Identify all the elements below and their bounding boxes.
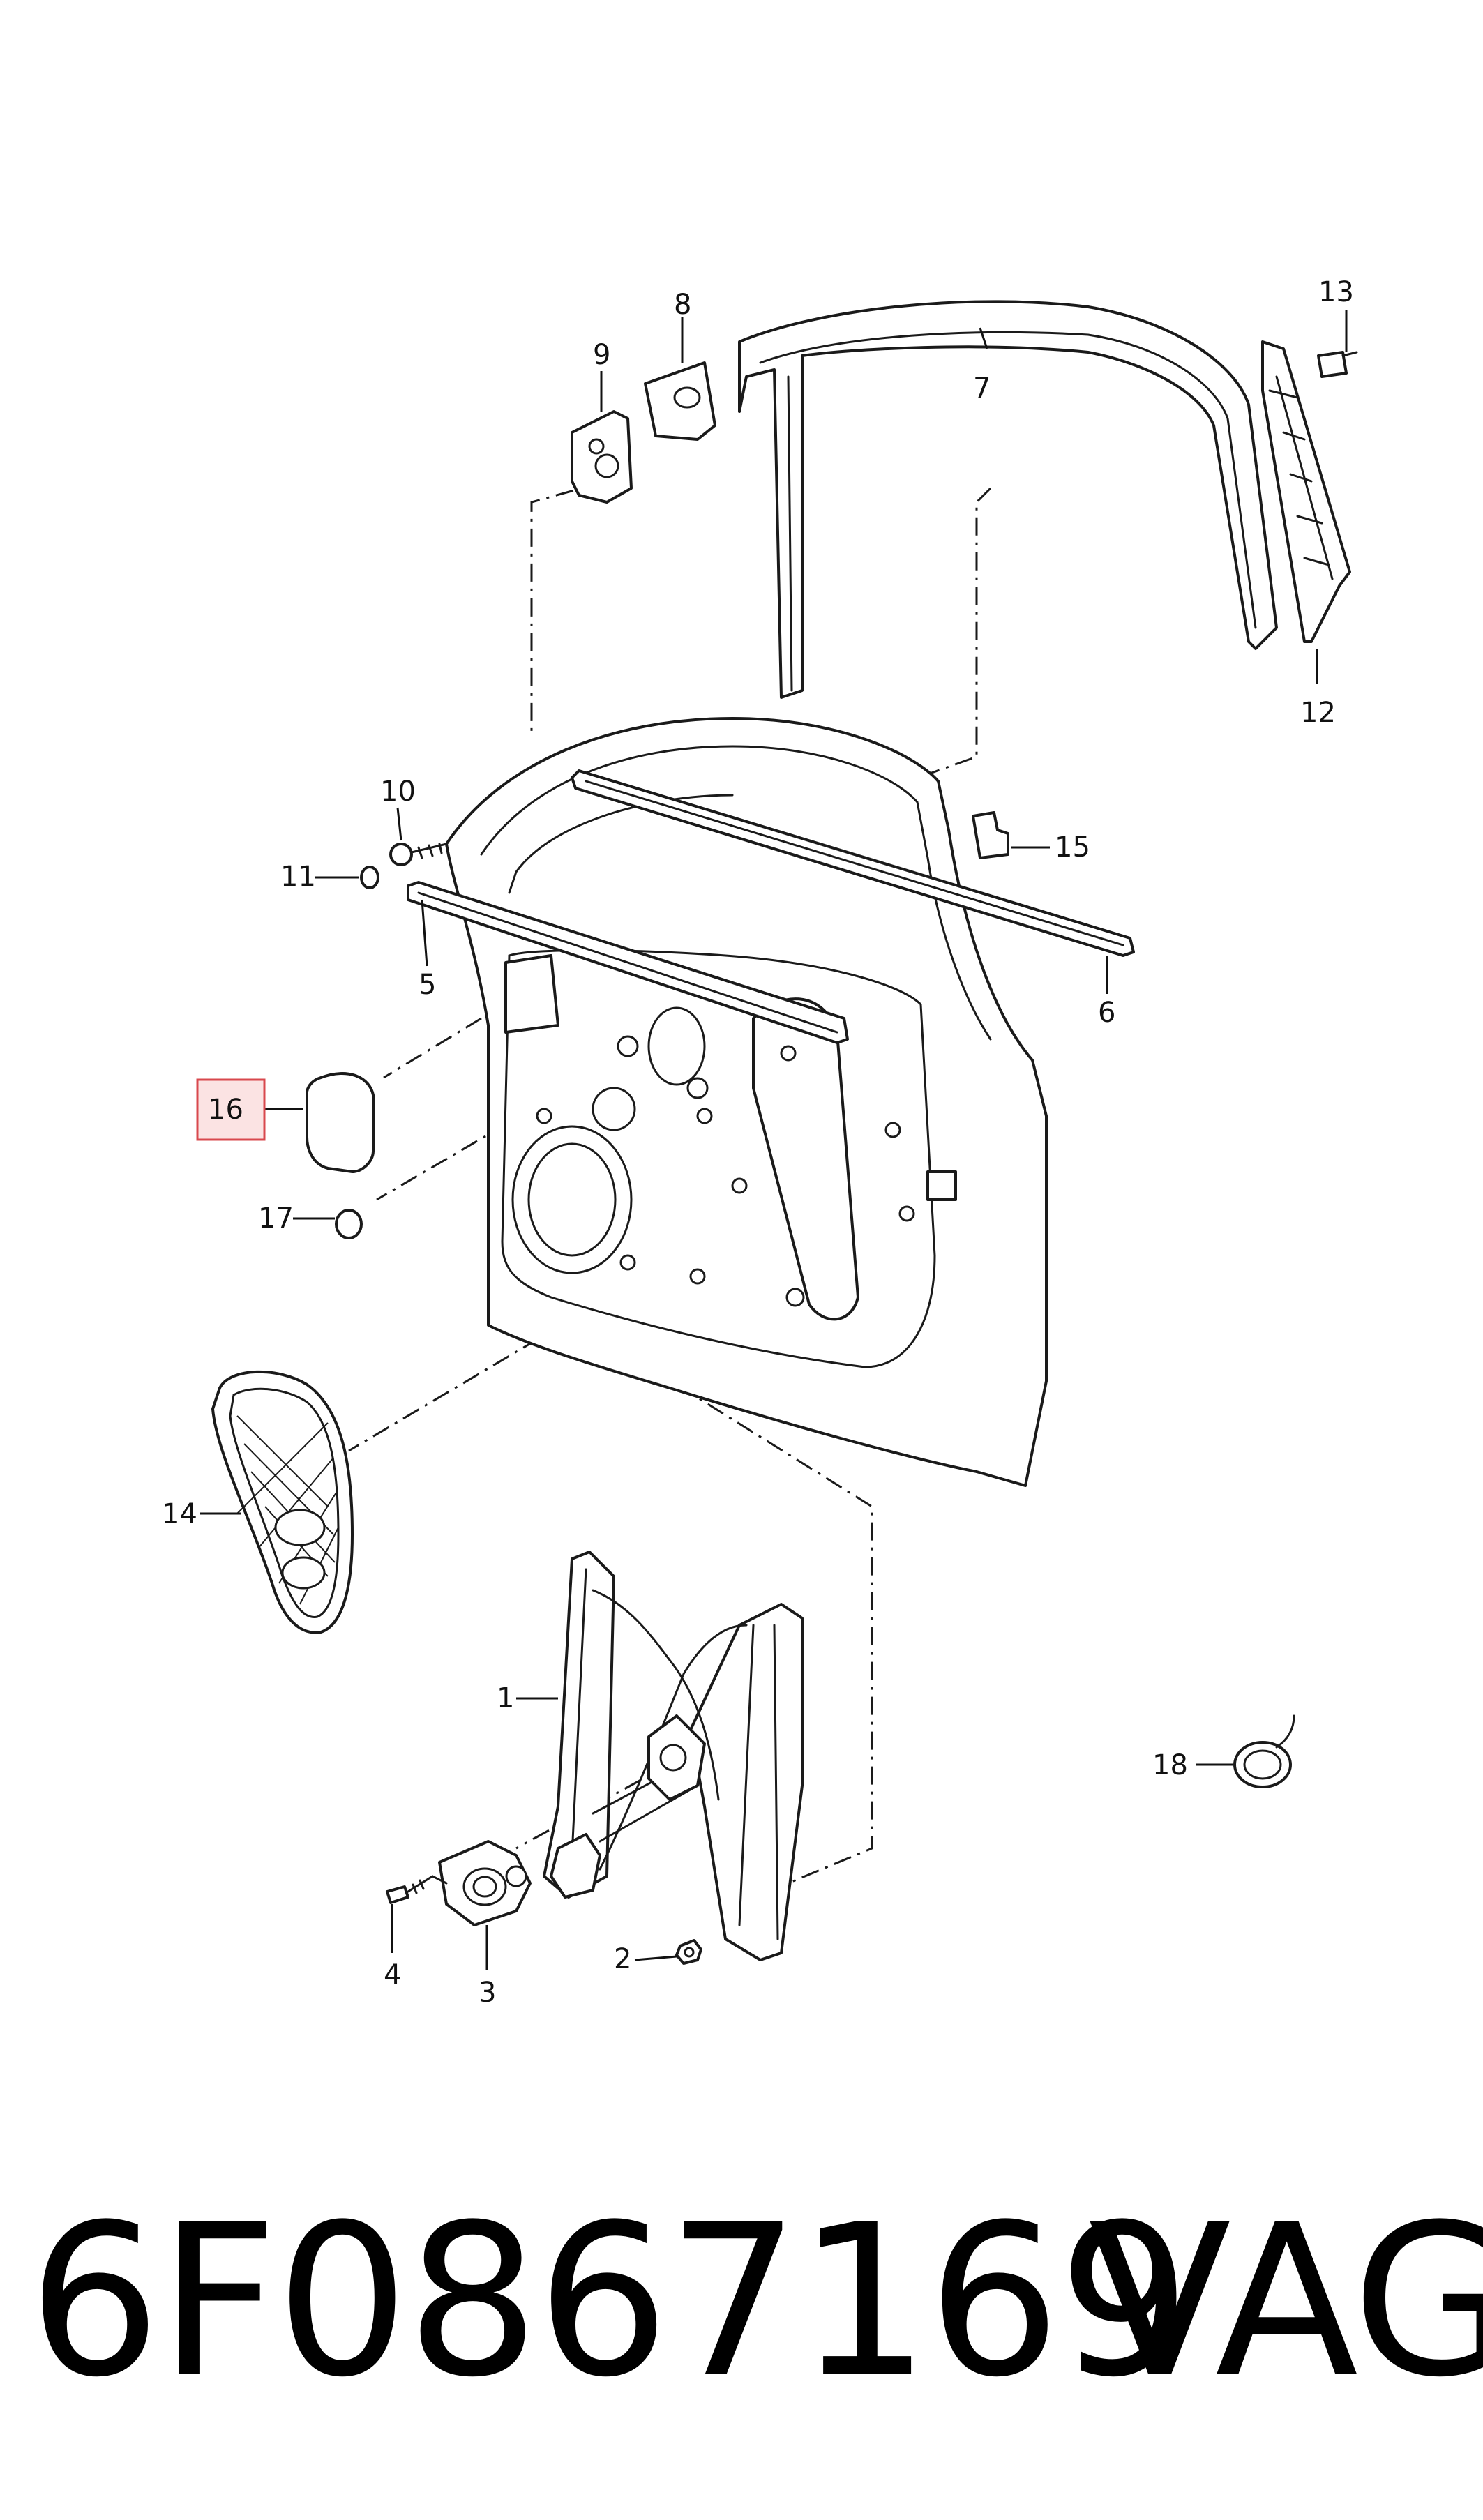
part-3-window-motor	[431, 1840, 532, 1926]
part-14-grille-cover	[211, 1370, 354, 1634]
callout-11: 11	[280, 861, 316, 893]
callout-1: 1	[497, 1682, 514, 1714]
callout-5: 5	[419, 969, 436, 1001]
callout-12: 12	[1300, 697, 1336, 729]
part-11-washer	[360, 866, 379, 889]
part-1-window-regulator	[543, 1551, 804, 1961]
window-frame-seal-7	[738, 300, 1278, 699]
part-10-screw	[389, 843, 448, 866]
part-2-nut	[675, 1939, 702, 1965]
callout-labels: 7 8 9 13 12 10 11 5 6 15 16 17 14 1 18 2…	[162, 276, 1354, 2009]
callout-17: 17	[258, 1202, 294, 1235]
part-8-bracket	[644, 361, 716, 441]
callout-7: 7	[973, 372, 991, 405]
leader-lines	[200, 310, 1348, 1970]
window-strip-5	[407, 881, 849, 1044]
callout-10: 10	[380, 776, 416, 808]
callout-13: 13	[1318, 276, 1354, 308]
part-16-cover	[306, 1072, 375, 1173]
callout-6: 6	[1098, 997, 1115, 1029]
callout-2: 2	[614, 1943, 631, 1975]
part-13-clip	[1317, 351, 1358, 378]
callout-9: 9	[593, 339, 610, 371]
callout-4: 4	[384, 1959, 401, 1991]
callout-16-highlight: 16	[196, 1078, 266, 1141]
part-17-seal-ring	[335, 1209, 363, 1239]
brand-text: VAG	[1088, 2180, 1483, 2423]
callout-16: 16	[208, 1094, 243, 1126]
window-strip-6	[571, 769, 1135, 957]
callout-3: 3	[479, 1977, 496, 2009]
part-15-bracket	[972, 811, 1009, 859]
callout-15: 15	[1055, 831, 1090, 863]
door-shell	[445, 717, 1048, 1487]
callout-14: 14	[162, 1498, 197, 1530]
part-9-bracket	[571, 410, 633, 504]
part-18-damper-pad	[1233, 1714, 1295, 1788]
part-4-screw	[386, 1875, 434, 1904]
callout-8: 8	[674, 289, 691, 321]
part-12-trim-strip	[1261, 340, 1351, 643]
callout-18: 18	[1152, 1749, 1188, 1781]
part-number-text: 6F0867169	[28, 2180, 1191, 2423]
